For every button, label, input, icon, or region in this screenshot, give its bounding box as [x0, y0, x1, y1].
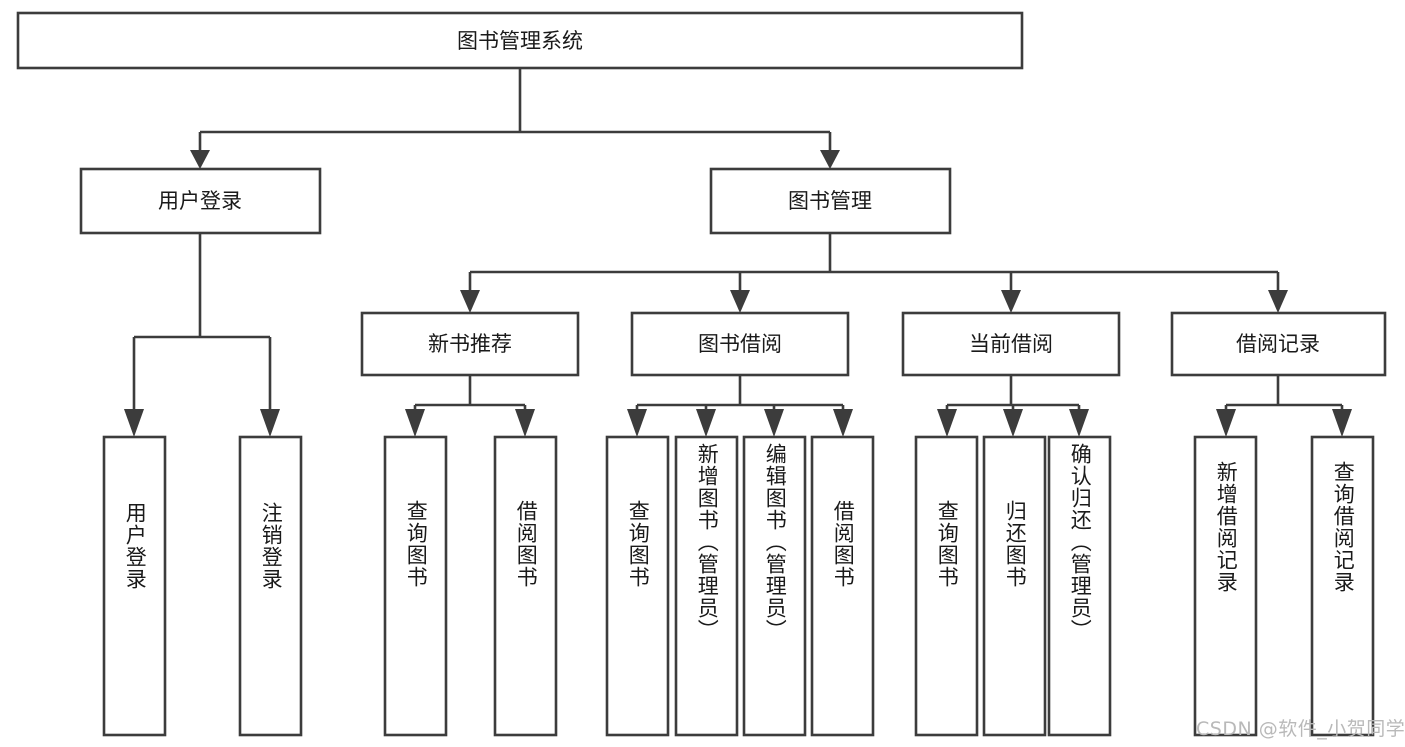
node-current-borrow-label: 当前借阅	[969, 332, 1053, 356]
node-book-borrow-label: 图书借阅	[698, 332, 782, 356]
arrowhead-leaf-query-record	[1332, 409, 1352, 437]
node-leaf-add-book[interactable]	[674, 435, 739, 737]
arrowhead-leaf-add-record	[1216, 409, 1236, 437]
arrowhead-user-login	[190, 150, 210, 169]
node-book-borrow[interactable]	[630, 311, 850, 377]
node-new-book-recommend[interactable]	[360, 311, 580, 377]
node-book-manage-label: 图书管理	[788, 189, 872, 213]
node-current-borrow[interactable]	[901, 311, 1121, 377]
node-leaf-borrow-book-1[interactable]	[493, 435, 558, 737]
arrowhead-leaf-query-book-2	[627, 409, 647, 437]
node-leaf-query-book-1[interactable]	[383, 435, 448, 737]
arrowhead-current-borrow	[1001, 290, 1021, 313]
arrowhead-book-borrow	[730, 290, 750, 313]
node-new-book-recommend-label: 新书推荐	[428, 332, 512, 356]
node-leaf-user-logout[interactable]	[238, 435, 303, 737]
node-leaf-edit-book[interactable]	[742, 435, 807, 737]
node-user-login-label: 用户登录	[158, 189, 242, 213]
connector-layer	[124, 68, 1352, 437]
arrowhead-leaf-user-logout	[260, 409, 280, 437]
node-leaf-return-book[interactable]	[982, 435, 1047, 737]
node-root-label: 图书管理系统	[457, 29, 583, 53]
arrowhead-borrow-record	[1268, 290, 1288, 313]
arrowhead-leaf-query-book-3	[937, 409, 957, 437]
arrowhead-leaf-return-book	[1003, 409, 1023, 437]
arrowhead-leaf-query-book-1	[405, 409, 425, 437]
node-root[interactable]	[16, 11, 1024, 70]
node-leaf-confirm-return[interactable]	[1047, 435, 1112, 737]
arrowhead-book-manage	[820, 150, 840, 169]
node-leaf-query-record[interactable]	[1310, 435, 1375, 737]
node-leaf-borrow-book-2[interactable]	[810, 435, 875, 737]
node-leaf-query-book-3[interactable]	[914, 435, 979, 737]
node-leaf-add-record[interactable]	[1193, 435, 1258, 737]
arrowhead-leaf-edit-book	[764, 409, 784, 437]
node-leaf-user-login[interactable]	[102, 435, 167, 737]
arrowhead-leaf-borrow-book-1	[515, 409, 535, 437]
horizontal-label-layer: 图书管理系统 用户登录 图书管理 新书推荐 图书借阅 当前借阅 借阅记录	[158, 29, 1320, 356]
node-borrow-record-label: 借阅记录	[1236, 332, 1320, 356]
arrowhead-leaf-confirm-return	[1069, 409, 1089, 437]
arrowhead-leaf-user-login	[124, 409, 144, 437]
arrowhead-leaf-borrow-book-2	[833, 409, 853, 437]
node-book-manage[interactable]	[709, 167, 952, 235]
node-box-layer	[16, 11, 1387, 737]
arrowhead-leaf-add-book	[696, 409, 716, 437]
csdn-watermark: CSDN @软件_小贺同学	[1196, 718, 1405, 740]
node-borrow-record[interactable]	[1170, 311, 1387, 377]
arrowhead-new-book-recommend	[460, 290, 480, 313]
node-leaf-query-book-2[interactable]	[605, 435, 670, 737]
node-user-login[interactable]	[79, 167, 322, 235]
